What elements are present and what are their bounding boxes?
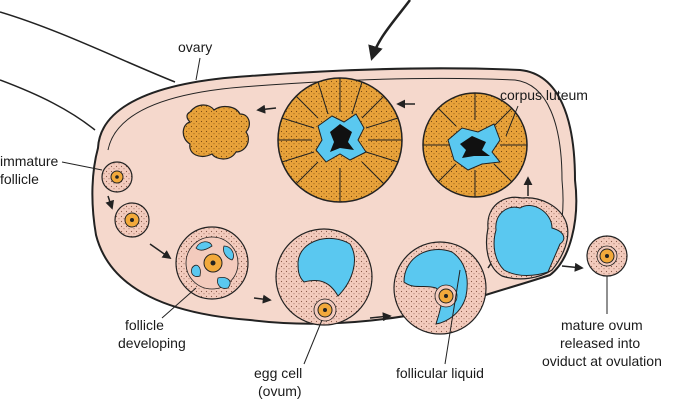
label-egg-cell-1: egg cell: [254, 365, 302, 381]
developing-follicle-nucleus: [210, 260, 216, 266]
label-corpus-luteum: corpus luteum: [500, 87, 588, 103]
egg-cell-nucleus: [323, 308, 327, 312]
released-ovum-nucleus: [605, 254, 609, 258]
label-follicle-developing-2: developing: [118, 335, 186, 351]
corpus-luteum-right-core: [460, 136, 490, 158]
label-mature-ovum-1: mature ovum: [561, 317, 643, 333]
corpus-luteum-large-core: [330, 124, 354, 152]
pointer-developing: [161, 287, 197, 319]
label-ovary: ovary: [178, 39, 212, 55]
label-mature-ovum-3: oviduct at ovulation: [542, 353, 662, 369]
corpus-luteum-large-lobes: [278, 78, 402, 202]
pointer-follicular-liquid: [444, 269, 461, 365]
primary-follicle-nucleus: [130, 218, 134, 222]
mature-follicle-nucleus: [444, 294, 448, 298]
label-egg-cell-2: (ovum): [258, 383, 302, 399]
pointer-egg-cell: [303, 319, 323, 365]
ligament-line-upper: [0, 11, 176, 83]
label-immature-2: follicle: [0, 171, 39, 187]
arrow-ovulation: [561, 262, 584, 272]
fluid-pocket-3: [217, 277, 231, 289]
ligament-line-lower: [0, 79, 96, 131]
arrow-1: [105, 195, 114, 210]
corpus-albicans-small: [182, 104, 250, 160]
fluid-pocket-4: [191, 264, 201, 277]
arrow-cl-to-small: [256, 104, 277, 114]
pointer-ovary: [195, 57, 201, 81]
fluid-pocket-2: [223, 245, 234, 261]
ruptured-follicle-fluid: [493, 205, 565, 276]
corpus-luteum-right-lobes: [423, 93, 527, 197]
pointer-corpus-luteum: [505, 105, 519, 137]
label-follicle-developing-1: follicle: [125, 317, 164, 333]
arrow-2: [149, 243, 172, 260]
antral-fluid: [297, 237, 355, 297]
top-arrow: [368, 0, 411, 61]
label-follicular-liquid: follicular liquid: [396, 365, 484, 381]
label-immature-1: immature: [0, 153, 59, 169]
arrow-3: [253, 294, 272, 304]
fluid-pocket-1: [195, 241, 213, 251]
immature-follicle-nucleus: [115, 175, 119, 179]
ovary-inner-line: [107, 77, 564, 269]
arrow-4: [369, 312, 392, 322]
label-mature-ovum-2: released into: [560, 335, 640, 351]
pointer-immature: [61, 161, 103, 171]
